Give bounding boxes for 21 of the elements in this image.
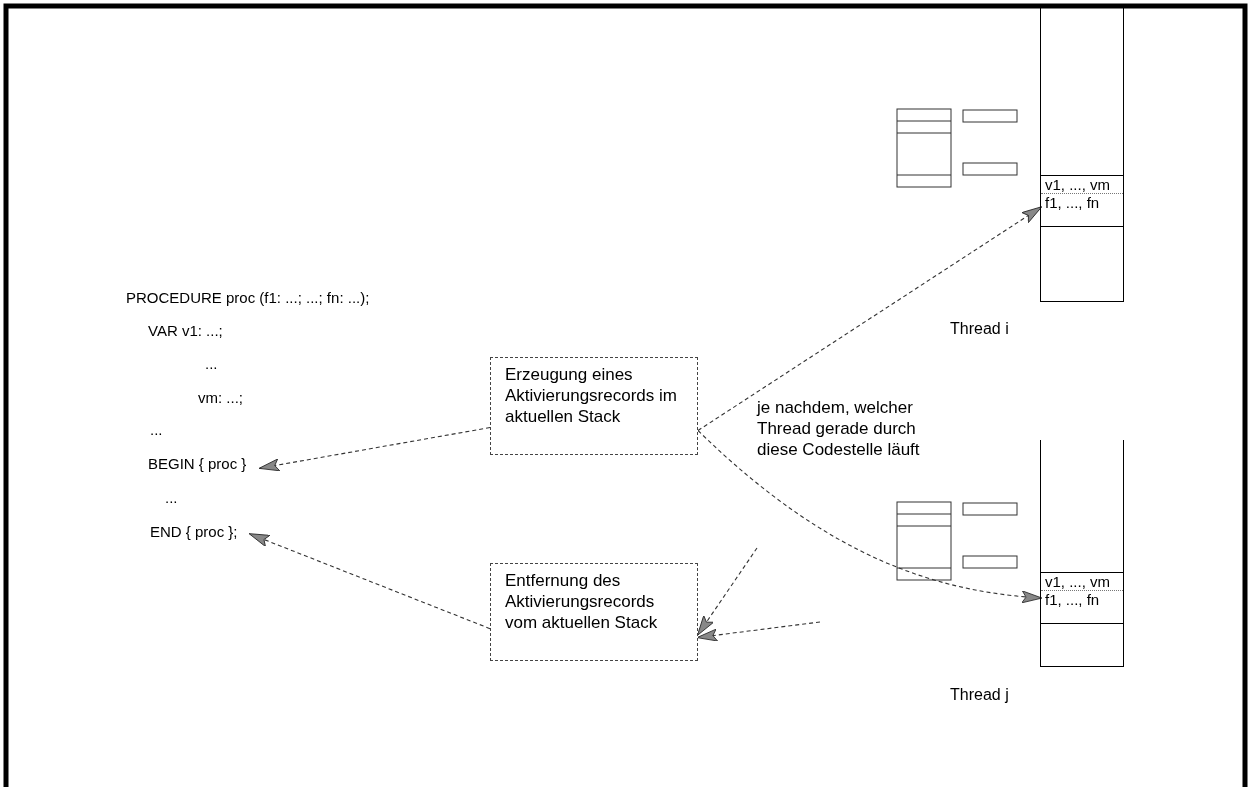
code-line: ... <box>205 355 218 373</box>
annotation-text: je nachdem, welcher Thread gerade durch diese Codestelle läuft <box>757 397 921 460</box>
stack-column <box>1040 6 1124 302</box>
code-line: PROCEDURE proc (f1: ...; ...; fn: ...); <box>126 289 370 307</box>
note-box: Erzeugung eines Aktivierungsrecords im aktuellen Stack <box>490 357 698 455</box>
code-line: BEGIN { proc } <box>148 455 260 477</box>
stack-column <box>1040 440 1124 667</box>
note-box: Entfernung des Aktivierungsrecords vom aktuellen Stack <box>490 563 698 661</box>
arrow <box>248 533 491 630</box>
code-line: ... <box>150 421 163 439</box>
code-line: VAR v1: ...; <box>148 322 223 340</box>
code-line: END { proc }; <box>150 523 250 545</box>
activation-record: v1, ..., vm f1, ..., fn <box>1041 175 1123 227</box>
arrow <box>697 547 758 636</box>
arrow <box>697 206 1043 432</box>
code-line: ... <box>165 489 178 507</box>
stack-caption: Thread i <box>950 320 1009 338</box>
activation-record: v1, ..., vm f1, ..., fn <box>1041 572 1123 624</box>
arrow <box>696 621 821 642</box>
stack-caption: Thread j <box>950 686 1009 704</box>
code-line: vm: ...; <box>198 389 243 407</box>
